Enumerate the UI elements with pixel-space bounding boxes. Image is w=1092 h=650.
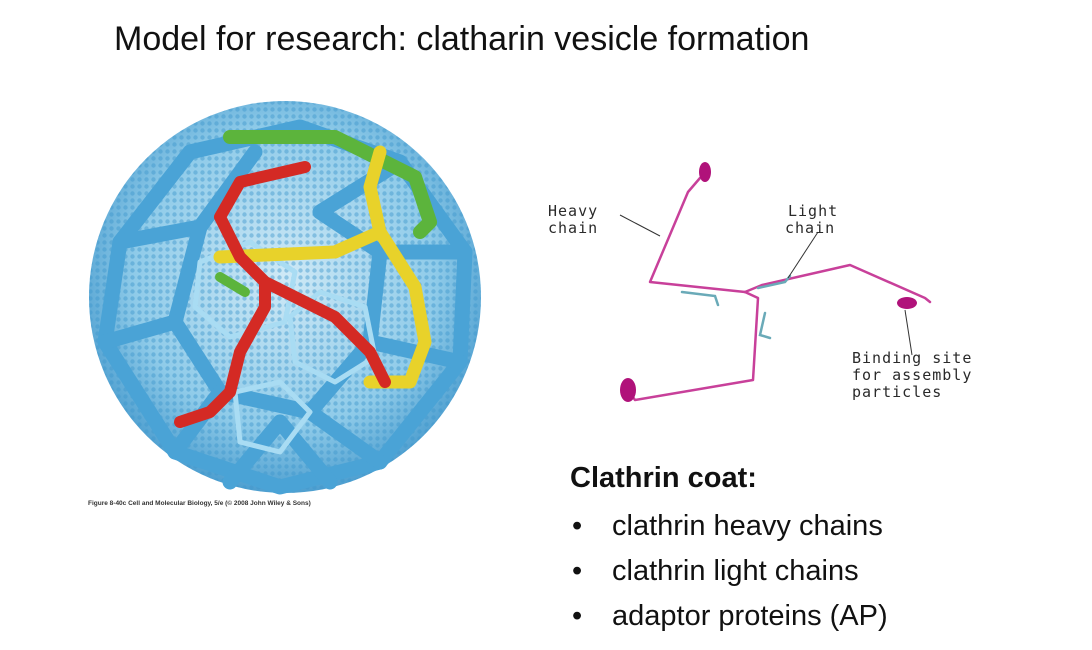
slide-title: Model for research: clatharin vesicle fo… — [114, 20, 810, 58]
svg-text:particles: particles — [852, 383, 942, 401]
clathrin-cage-illustration — [89, 101, 481, 495]
list-item: •adaptor proteins (AP) — [572, 594, 888, 639]
svg-text:Binding site: Binding site — [852, 349, 972, 367]
label-binding-site: Binding site for assembly particles — [852, 349, 972, 401]
bullet: • — [572, 600, 583, 632]
clathrin-coat-list: •clathrin heavy chains •clathrin light c… — [572, 504, 888, 639]
heavy-chain-leader — [619, 214, 661, 237]
clathrin-cage-image — [80, 92, 490, 502]
list-item: •clathrin light chains — [572, 549, 888, 594]
cage-lattice-light — [192, 239, 378, 455]
svg-text:chain: chain — [785, 219, 835, 237]
svg-text:for assembly: for assembly — [852, 366, 972, 384]
red-triskelion — [174, 161, 391, 428]
light-chains — [680, 274, 792, 340]
terminal-domain-top — [699, 162, 711, 182]
yellow-triskelion — [213, 145, 432, 389]
list-item: •clathrin heavy chains — [572, 504, 888, 549]
triskelion-schematic: Heavy chain Light chain Binding site for… — [548, 162, 972, 402]
svg-text:Light: Light — [788, 202, 838, 220]
light-chain-leader — [787, 231, 819, 279]
label-light-chain: Light chain — [785, 202, 838, 237]
green-triskelion — [223, 130, 437, 239]
bullet: • — [572, 510, 583, 542]
label-heavy-chain: Heavy chain — [548, 202, 598, 237]
svg-text:Heavy: Heavy — [548, 202, 598, 220]
clathrin-triskelion-diagram: Heavy chain Light chain Binding site for… — [540, 150, 1040, 440]
svg-text:chain: chain — [548, 219, 598, 237]
terminal-domain-right — [897, 297, 917, 309]
heavy-chain-terminal-domains — [620, 162, 917, 402]
figure-caption: Figure 8-40c Cell and Molecular Biology,… — [88, 500, 311, 507]
clathrin-coat-heading: Clathrin coat: — [570, 462, 757, 494]
terminal-domain-bottom — [620, 378, 636, 402]
bullet: • — [572, 555, 583, 587]
binding-site-leader — [904, 309, 913, 356]
green-fragment — [215, 272, 250, 297]
